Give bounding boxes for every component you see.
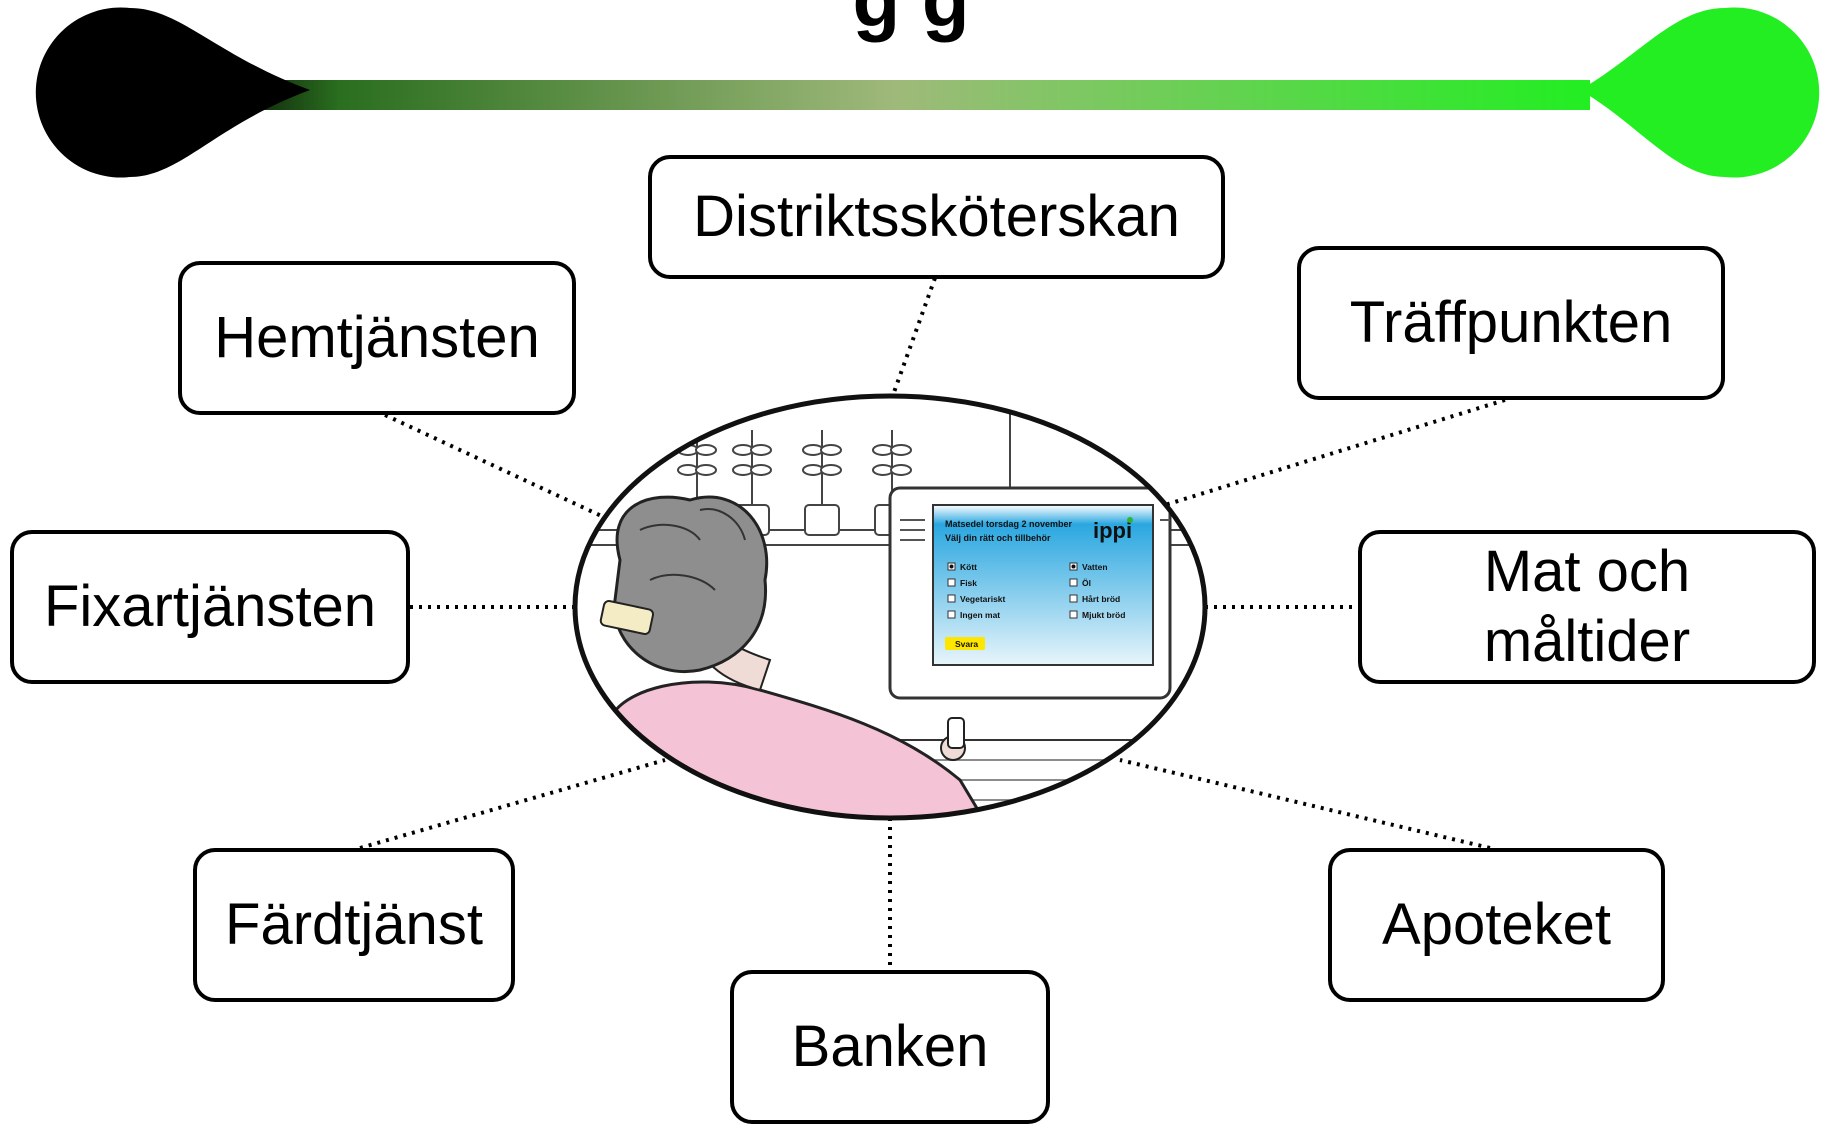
- option-right-1[interactable]: Öl: [1082, 578, 1091, 588]
- center-oval-border: [572, 393, 1208, 821]
- screen-header-line2: Välj din rätt och tillbehör: [945, 533, 1051, 543]
- node-label-line1: Mat och: [1483, 539, 1691, 605]
- option-right-2[interactable]: Hårt bröd: [1082, 594, 1120, 604]
- node-label: Distriktssköterskan: [693, 184, 1180, 250]
- node-label: Färdtjänst: [225, 892, 483, 958]
- option-left-2[interactable]: Vegetariskt: [960, 594, 1006, 604]
- brand-logo: ippi: [1093, 518, 1132, 543]
- timeline: [35, 7, 1820, 178]
- connectors: [359, 277, 1506, 970]
- option-left-1[interactable]: Fisk: [960, 578, 977, 588]
- connector-hemtjansten: [384, 413, 611, 522]
- timeline-start-node: [35, 7, 310, 178]
- submit-button-label: Svara: [955, 639, 978, 649]
- node-label-line2: måltider: [1483, 609, 1691, 674]
- timeline-end-node: [1580, 7, 1820, 178]
- option-right-0[interactable]: Vatten: [1082, 562, 1108, 572]
- option-right-3[interactable]: Mjukt bröd: [1082, 610, 1125, 620]
- node-label: Hemtjänsten: [214, 305, 540, 371]
- node-label: Apoteket: [1382, 892, 1611, 958]
- selected-dot-icon: [949, 564, 954, 569]
- screen-options: Kött Fisk Vegetariskt Ingen mat Vatten Ö…: [947, 562, 1125, 620]
- option-left-3[interactable]: Ingen mat: [960, 610, 1000, 620]
- page-title: g g: [0, 0, 1822, 45]
- node-mat-och-maltider: Mat och måltider: [1358, 530, 1816, 684]
- brand-dot-icon: [1127, 517, 1133, 523]
- node-traffpunkten: Träffpunkten: [1297, 246, 1725, 400]
- node-label: Banken: [791, 1014, 989, 1080]
- center-illustration: Matsedel torsdag 2 november Välj din rät…: [572, 393, 1208, 821]
- connector-apoteket: [1119, 758, 1491, 850]
- timeline-bar: [200, 80, 1590, 110]
- connector-traffpunkten: [1164, 398, 1506, 507]
- node-distriktsskoterskan: Distriktssköterskan: [648, 155, 1225, 279]
- node-apoteket: Apoteket: [1328, 848, 1665, 1002]
- node-label: Fixartjänsten: [43, 574, 377, 640]
- node-fardtjanst: Färdtjänst: [193, 848, 515, 1002]
- connector-fardtjanst: [359, 758, 666, 850]
- node-fixartjansten: Fixartjänsten: [10, 530, 410, 684]
- selected-dot-icon: [1071, 564, 1076, 569]
- screen-header-line1: Matsedel torsdag 2 november: [945, 519, 1073, 529]
- node-banken: Banken: [730, 970, 1050, 1124]
- option-left-0[interactable]: Kött: [960, 562, 977, 572]
- submit-button[interactable]: [945, 637, 985, 650]
- node-label: Träffpunkten: [1349, 290, 1673, 356]
- node-hemtjansten: Hemtjänsten: [178, 261, 576, 415]
- connector-distrikt: [891, 277, 937, 396]
